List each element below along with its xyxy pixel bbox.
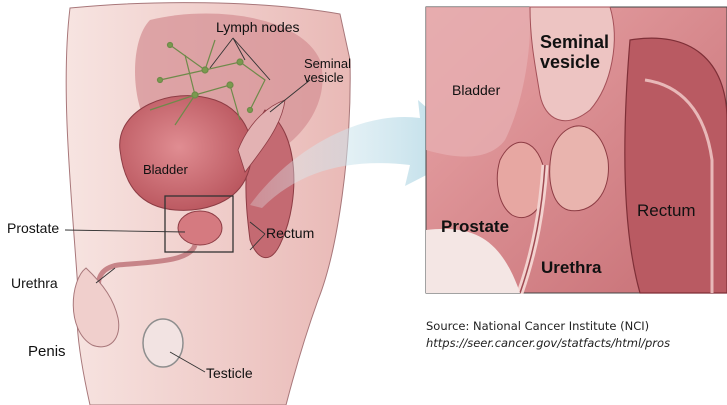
label-seminal-vesicle-line1: Seminal: [304, 56, 351, 71]
sagittal-illustration: Lymph nodes Seminal vesicle Bladder Pros…: [7, 3, 351, 405]
closeup-label-rectum: Rectum: [637, 201, 696, 220]
label-prostate: Prostate: [7, 220, 59, 236]
closeup-label-prostate: Prostate: [441, 217, 509, 236]
closeup-label-bladder: Bladder: [452, 82, 501, 98]
closeup-label-seminal-line2: vesicle: [540, 52, 600, 72]
label-seminal-vesicle-line2: vesicle: [304, 70, 344, 85]
prostate-shape: [178, 211, 222, 245]
closeup-inset: Seminal vesicle Bladder Prostate Rectum …: [426, 7, 727, 293]
label-testicle: Testicle: [206, 365, 253, 381]
label-rectum: Rectum: [266, 225, 314, 241]
closeup-label-seminal-line1: Seminal: [540, 32, 609, 52]
label-urethra: Urethra: [11, 275, 58, 291]
bladder-shape: [120, 96, 252, 211]
closeup-prostate-right: [550, 126, 609, 211]
label-lymph-nodes: Lymph nodes: [216, 19, 300, 35]
closeup-label-urethra: Urethra: [541, 258, 602, 277]
source-credit: Source: National Cancer Institute (NCI): [426, 319, 649, 333]
testicle-shape: [143, 319, 183, 367]
source-url: https://seer.cancer.gov/statfacts/html/p…: [426, 336, 670, 350]
label-bladder: Bladder: [143, 162, 188, 177]
label-penis: Penis: [28, 343, 66, 360]
